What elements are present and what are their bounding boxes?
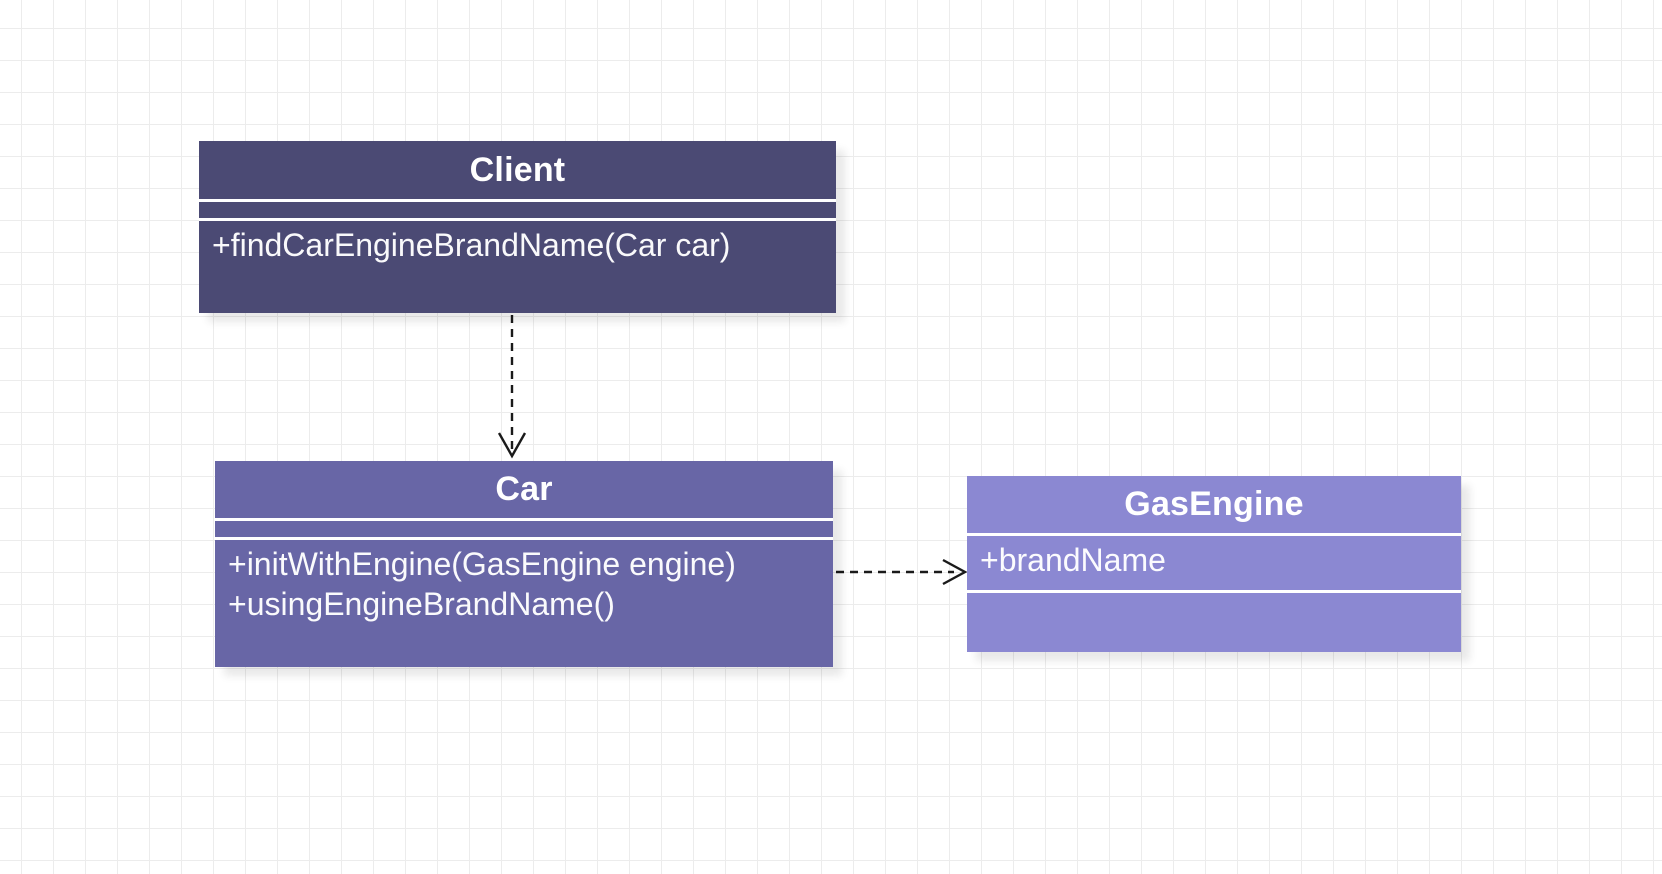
class-title-bar: Client xyxy=(199,141,836,199)
attributes-section xyxy=(215,521,833,537)
class-name-label: Car xyxy=(495,470,553,508)
class-name-label: Client xyxy=(469,150,566,189)
attribute-label: +brandName xyxy=(980,542,1166,578)
class-node-gasengine[interactable]: GasEngine +brandName xyxy=(967,476,1461,652)
methods-section: +initWithEngine(GasEngine engine) +using… xyxy=(215,540,833,667)
method-label: +initWithEngine(GasEngine engine) xyxy=(228,546,736,582)
class-title-bar: GasEngine xyxy=(967,476,1461,533)
class-node-car[interactable]: Car +initWithEngine(GasEngine engine) +u… xyxy=(215,461,833,667)
attributes-section: +brandName xyxy=(967,536,1461,590)
dependency-arrow-car-to-gasengine[interactable] xyxy=(836,558,968,586)
methods-section: +findCarEngineBrandName(Car car) xyxy=(199,221,836,313)
attributes-section xyxy=(199,202,836,218)
method-label: +findCarEngineBrandName(Car car) xyxy=(212,227,731,263)
class-name-label: GasEngine xyxy=(1124,485,1304,523)
open-arrowhead-icon xyxy=(942,558,968,586)
dependency-arrow-client-to-car[interactable] xyxy=(497,315,527,459)
methods-section xyxy=(967,593,1461,652)
open-arrowhead-icon xyxy=(497,432,527,459)
method-label: +usingEngineBrandName() xyxy=(228,586,615,622)
class-title-bar: Car xyxy=(215,461,833,518)
class-node-client[interactable]: Client +findCarEngineBrandName(Car car) xyxy=(199,141,836,313)
